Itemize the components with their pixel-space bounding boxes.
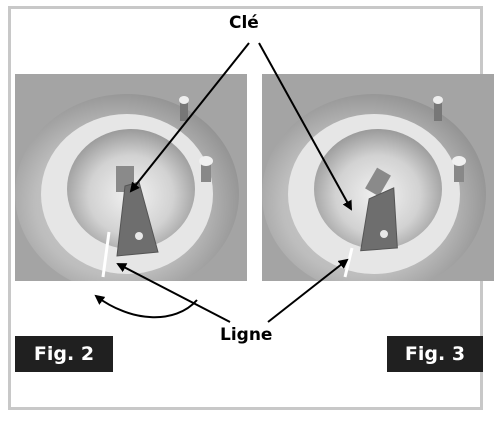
rotation-arrow [94, 294, 198, 319]
key-plate [360, 167, 398, 252]
burner-illustration-right [262, 74, 494, 281]
line-marker [101, 231, 111, 278]
line-arrow-left [116, 263, 231, 323]
pin-bottom [452, 156, 466, 182]
key-arrow-left [129, 42, 250, 193]
pin-top [433, 96, 443, 121]
figure-2-badge: Fig. 2 [15, 336, 113, 372]
figure-3-badge: Fig. 3 [387, 336, 483, 372]
photo-fig-3 [262, 74, 494, 281]
line-arrow-right [267, 258, 349, 323]
pin-bottom [199, 156, 213, 182]
key-plate [116, 166, 159, 257]
key-label: Clé [229, 13, 259, 33]
line-label: Ligne [220, 325, 273, 345]
pin-top [179, 96, 189, 121]
key-arrow-right [258, 42, 352, 211]
